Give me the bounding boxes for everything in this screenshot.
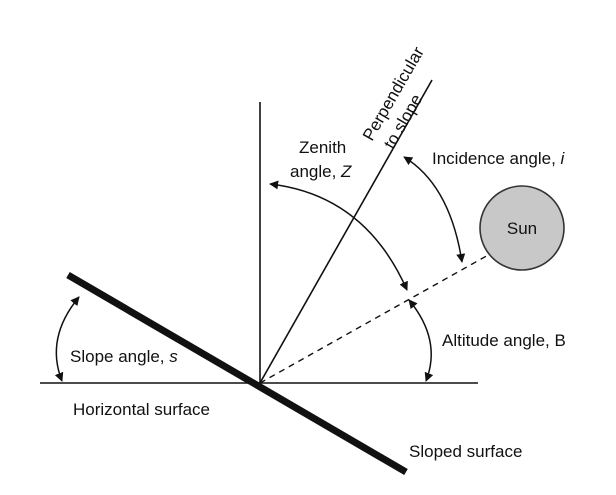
zenith-label-line2: angle, Z [290, 162, 352, 181]
sun-ray-dashed-line [259, 253, 491, 384]
sloped-surface-label: Sloped surface [409, 442, 522, 461]
zenith-label-text: angle, [290, 162, 341, 181]
slope-angle-arc [54, 296, 80, 382]
slope-symbol: s [169, 347, 178, 366]
altitude-angle-arc [408, 299, 434, 382]
zenith-angle-arc [269, 180, 408, 291]
horizontal-surface-label: Horizontal surface [73, 400, 210, 419]
slope-label: Slope angle, s [70, 347, 178, 366]
sun-circle [479, 185, 565, 271]
incidence-label-text: Incidence angle, [432, 149, 561, 168]
incidence-symbol: i [561, 149, 566, 168]
incidence-label: Incidence angle, i [432, 149, 566, 168]
zenith-label-line1: Zenith [299, 138, 346, 157]
sloped-surface-line [66, 271, 408, 476]
altitude-label: Altitude angle, B [442, 331, 566, 350]
zenith-symbol: Z [340, 162, 352, 181]
incidence-angle-arc [403, 156, 466, 263]
slope-label-text: Slope angle, [70, 347, 169, 366]
sun-label: Sun [507, 219, 537, 238]
